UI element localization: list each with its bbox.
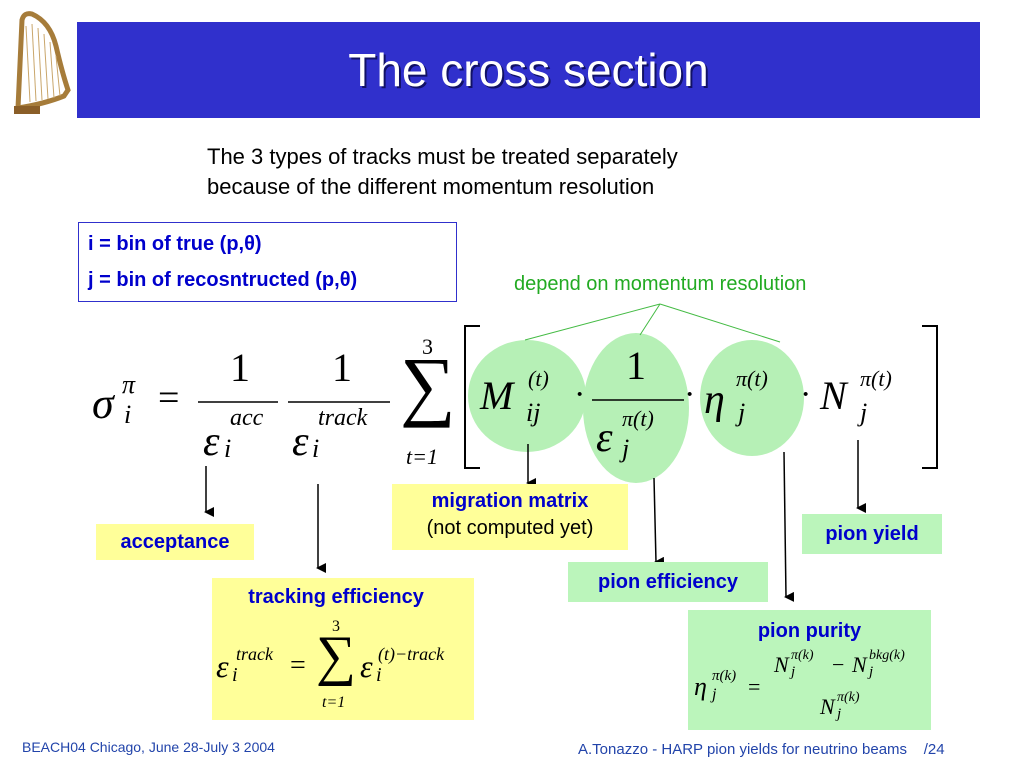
acceptance-label: acceptance bbox=[96, 524, 254, 560]
purity-sub: j bbox=[738, 398, 746, 427]
title-bar bbox=[77, 22, 980, 118]
sum-upper: 3 bbox=[422, 334, 433, 359]
sum-lower: t=1 bbox=[406, 444, 438, 469]
depend-label: depend on momentum resolution bbox=[514, 273, 807, 295]
matrix-sup: (t) bbox=[528, 366, 549, 391]
eff-sup: π(t) bbox=[622, 406, 654, 431]
purity-num-sup2: bkg(k) bbox=[869, 648, 905, 663]
acc-numerator: 1 bbox=[230, 345, 250, 390]
yield-sup: π(t) bbox=[860, 366, 892, 391]
sum-sign: ∑ bbox=[400, 341, 456, 428]
pion-yield-label: pion yield bbox=[802, 514, 942, 554]
migration-matrix-callout: migration matrix (not computed yet) bbox=[392, 484, 628, 550]
purity-minus: − bbox=[832, 652, 845, 677]
pion-purity-box bbox=[688, 610, 931, 730]
purity-box-sub: j bbox=[712, 686, 717, 703]
acc-epsilon: ε bbox=[203, 419, 220, 465]
tracking-sum-sign: ∑ bbox=[316, 625, 356, 687]
purity-num-sup: π(k) bbox=[791, 648, 814, 663]
purity-sup: π(t) bbox=[736, 366, 768, 391]
purity-num-N: N bbox=[774, 652, 789, 677]
purity-box-sup: π(k) bbox=[712, 668, 737, 684]
footer-right: A.Tonazzo - HARP pion yields for neutrin… bbox=[578, 741, 945, 758]
slide-title: The cross section bbox=[348, 44, 709, 96]
dot-1: · bbox=[574, 376, 586, 413]
footer-left: BEACH04 Chicago, June 28-July 3 2004 bbox=[22, 739, 275, 755]
tracking-sub-t: i bbox=[376, 664, 382, 686]
eff-epsilon: ε bbox=[596, 415, 613, 461]
purity-box-equals: = bbox=[748, 674, 761, 699]
tracking-sup-t: (t)−track bbox=[378, 644, 445, 664]
purity-num-sub: j bbox=[791, 664, 796, 680]
acc-sup: acc bbox=[230, 405, 264, 431]
tracking-sub: i bbox=[232, 664, 238, 686]
purity-box-eta: η bbox=[694, 672, 707, 701]
tracking-sum-lower: t=1 bbox=[322, 694, 346, 711]
tracking-efficiency-label: tracking efficiency bbox=[248, 586, 424, 608]
acc-sub: i bbox=[224, 434, 232, 463]
migration-matrix-label: migration matrix bbox=[431, 490, 589, 512]
migration-matrix-note: (not computed yet) bbox=[426, 517, 594, 539]
tracking-epsilon-t: ε bbox=[360, 648, 373, 684]
definition-i: i = bin of true (p,θ) bbox=[88, 233, 262, 255]
purity-den-sup: π(k) bbox=[837, 690, 860, 705]
purity-num-sub2: j bbox=[869, 664, 874, 680]
pion-purity-label: pion purity bbox=[757, 620, 862, 642]
track-sub: i bbox=[312, 434, 320, 463]
tracking-efficiency-box bbox=[212, 578, 474, 720]
eff-numerator: 1 bbox=[626, 343, 646, 388]
sigma-sub: i bbox=[124, 400, 132, 429]
sigma-symbol: σ bbox=[92, 379, 114, 428]
dot-2: · bbox=[684, 376, 696, 413]
track-numerator: 1 bbox=[332, 345, 352, 390]
purity-num-N2: N bbox=[852, 652, 867, 677]
definitions-box bbox=[78, 222, 457, 302]
purity-highlight bbox=[700, 340, 804, 456]
pion-efficiency-label: pion efficiency bbox=[568, 562, 768, 602]
intro-line-2: because of the different momentum resolu… bbox=[207, 174, 655, 199]
dot-3: · bbox=[800, 376, 812, 413]
matrix-M: M bbox=[480, 373, 514, 418]
purity-eta: η bbox=[704, 377, 725, 423]
sigma-sup: π bbox=[122, 370, 136, 399]
intro-line-1: The 3 types of tracks must be treated se… bbox=[207, 144, 678, 169]
purity-den-sub: j bbox=[837, 706, 842, 722]
tracking-sup: track bbox=[236, 644, 273, 664]
eff-sub: j bbox=[622, 434, 630, 463]
tracking-equals: = bbox=[290, 650, 306, 681]
efficiency-highlight bbox=[583, 333, 689, 483]
definition-j: j = bin of recosntructed (p,θ) bbox=[88, 269, 358, 291]
yield-sub: j bbox=[860, 398, 868, 427]
purity-den-N: N bbox=[820, 694, 835, 719]
equals-sign: = bbox=[158, 377, 180, 419]
yield-N: N bbox=[820, 373, 847, 418]
track-epsilon: ε bbox=[292, 419, 309, 465]
matrix-sub: ij bbox=[526, 398, 541, 427]
tracking-sum-upper: 3 bbox=[332, 618, 340, 635]
migration-highlight bbox=[468, 340, 586, 452]
tracking-epsilon: ε bbox=[216, 648, 229, 684]
track-sup: track bbox=[318, 405, 368, 431]
harp-icon bbox=[14, 11, 71, 114]
